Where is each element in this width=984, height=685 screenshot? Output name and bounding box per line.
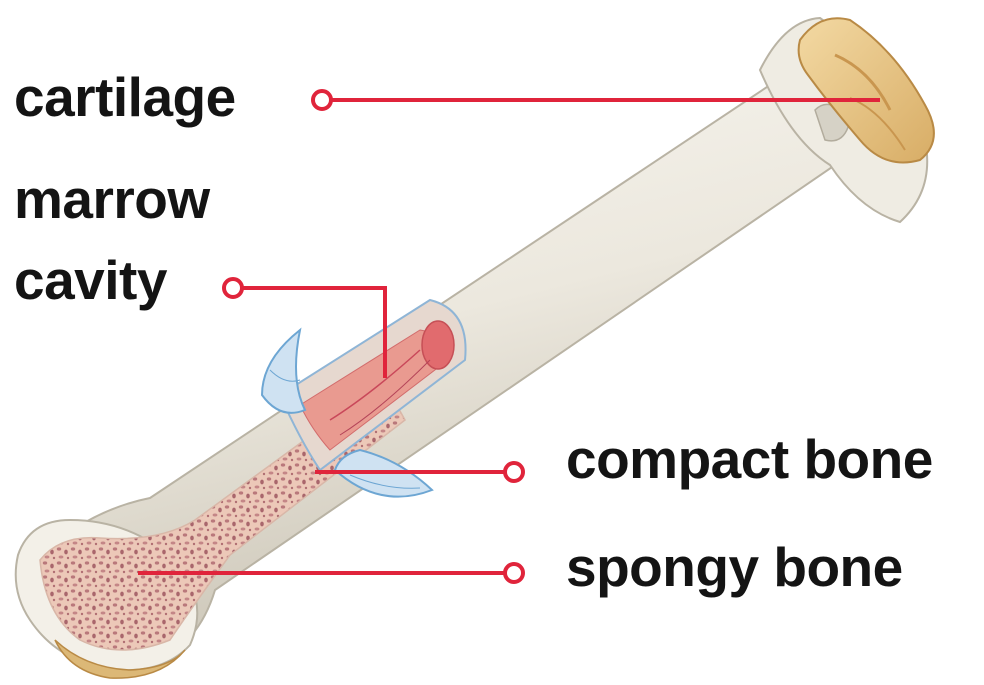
callout-marker [505, 463, 523, 481]
periosteum-flap-upper [262, 330, 305, 413]
callout-marker [313, 91, 331, 109]
callout-marker [224, 279, 242, 297]
callout-marker [505, 564, 523, 582]
label-marrow-line1: marrow [14, 172, 210, 227]
label-marrow-line2: cavity [14, 253, 167, 308]
label-cartilage: cartilage [14, 70, 236, 125]
label-spongy-bone: spongy bone [566, 540, 903, 595]
label-compact-bone: compact bone [566, 432, 933, 487]
